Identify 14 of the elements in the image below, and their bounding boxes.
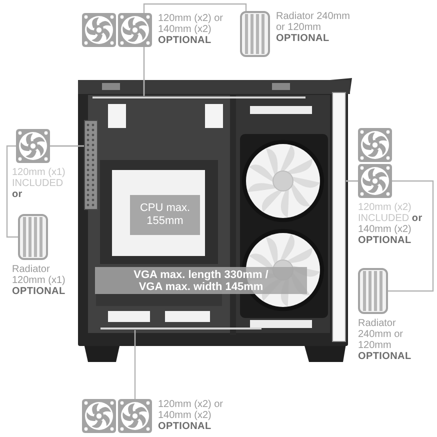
spec-text: 120mm (x2) or 140mm (x2) OPTIONAL <box>158 399 224 432</box>
spec-text: 120mm (x2) or 140mm (x2) OPTIONAL <box>158 13 224 46</box>
leader-line <box>6 145 84 238</box>
spec-text: 140mm (x2) OPTIONAL <box>358 224 412 246</box>
vent-grille <box>84 120 98 210</box>
mounting-rail <box>92 96 306 99</box>
spec-text: Radiator 240mm or 120mm OPTIONAL <box>276 11 351 44</box>
spec-text: 120mm (x1) INCLUDED or <box>12 167 66 200</box>
leader-line <box>134 330 136 399</box>
spec-text: Radiator 120mm (x1) OPTIONAL <box>12 264 66 297</box>
spec-text: 120mm (x2) INCLUDED or <box>358 202 424 224</box>
leader-line <box>346 180 434 292</box>
spec-text: Radiator 240mm or 120mm OPTIONAL <box>358 318 412 362</box>
front-glass-panel <box>332 92 346 342</box>
